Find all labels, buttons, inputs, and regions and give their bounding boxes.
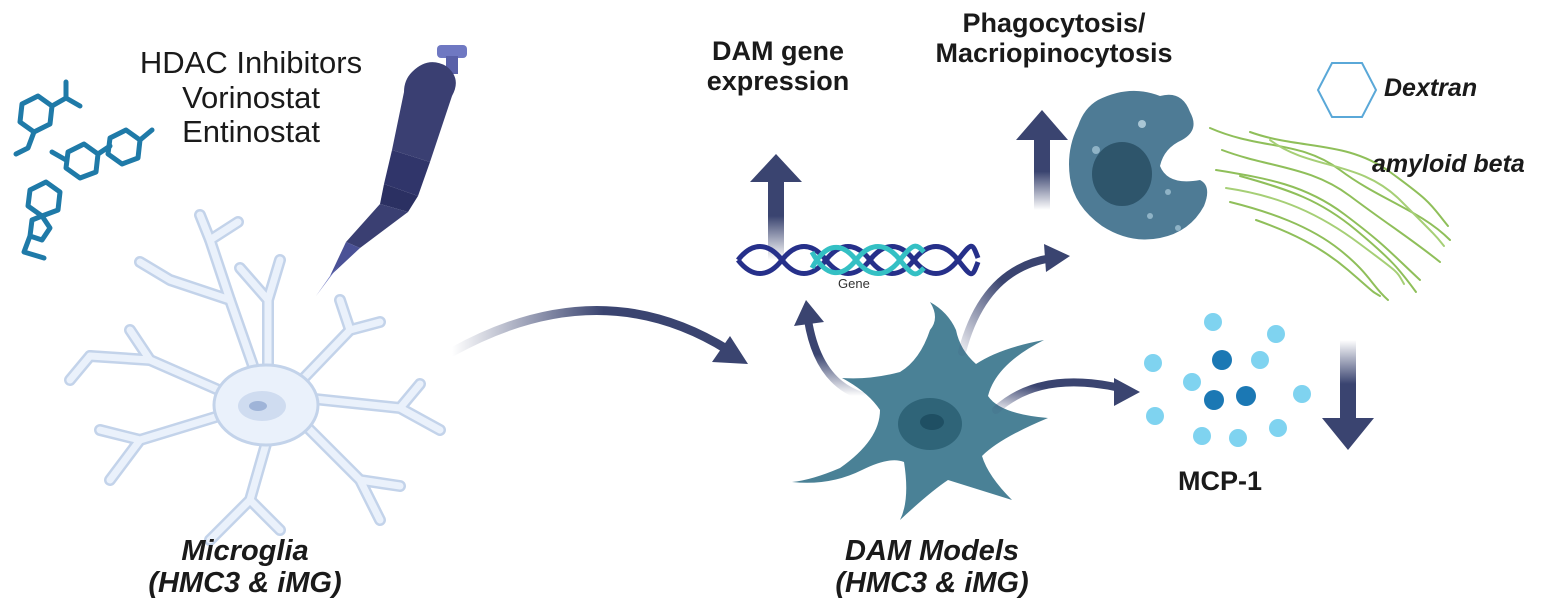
dextran-label: Dextran — [1384, 74, 1478, 102]
dna-icon — [736, 243, 981, 277]
phagocytosis-line-2: Macriopinocytosis — [935, 38, 1173, 69]
microglia-line-1: Microglia — [181, 535, 309, 567]
mcp1-particles-icon — [1144, 313, 1311, 447]
phagocytosis-label: Phagocytosis/ Macriopinocytosis — [914, 8, 1194, 68]
treatment-line-2: Vorinostat — [182, 79, 320, 115]
treatment-line-1: HDAC Inhibitors — [139, 45, 363, 80]
molecule-icon — [13, 79, 155, 261]
treatment-label: HDAC Inhibitors Vorinostat Entinostat — [126, 45, 376, 150]
dam-gene-expression-label: DAM gene expression — [688, 36, 868, 96]
dam-to-mcp1-arrow — [992, 378, 1140, 414]
microglia-line-2: (HMC3 & iMG) — [148, 567, 342, 600]
microglia-cell-icon — [64, 209, 446, 546]
dam-models-line-2: (HMC3 & iMG) — [835, 567, 1029, 600]
phagocytosis-line-1: Phagocytosis/ — [962, 8, 1146, 38]
gene-label: Gene — [838, 276, 870, 291]
phagocytosis-upregulation-arrow — [1016, 110, 1068, 210]
dam-gene-expression-line-1: DAM gene — [711, 36, 844, 66]
mcp1-downregulation-arrow — [1322, 340, 1374, 450]
dam-models-label: DAM Models (HMC3 & iMG) — [802, 535, 1062, 600]
mcp1-label: MCP-1 — [1178, 466, 1263, 496]
dam-cell-icon — [792, 302, 1048, 520]
hexagon-icon — [1316, 62, 1378, 118]
amyloid-fibril-icon — [1209, 127, 1451, 301]
dam-to-gene-arrow — [794, 300, 866, 400]
dam-to-phagocytosis-arrow — [958, 244, 1070, 356]
treatment-line-3: Entinostat — [182, 114, 320, 150]
microglia-label: Microglia (HMC3 & iMG) — [120, 535, 370, 600]
gene-upregulation-arrow — [750, 154, 802, 260]
phagocyte-icon — [1069, 90, 1208, 240]
dam-models-line-1: DAM Models — [845, 535, 1019, 567]
amyloid-beta-label: amyloid beta — [1372, 150, 1525, 178]
pipette-icon — [316, 45, 467, 296]
dam-gene-expression-line-2: expression — [706, 66, 850, 97]
transition-arrow — [447, 306, 748, 364]
